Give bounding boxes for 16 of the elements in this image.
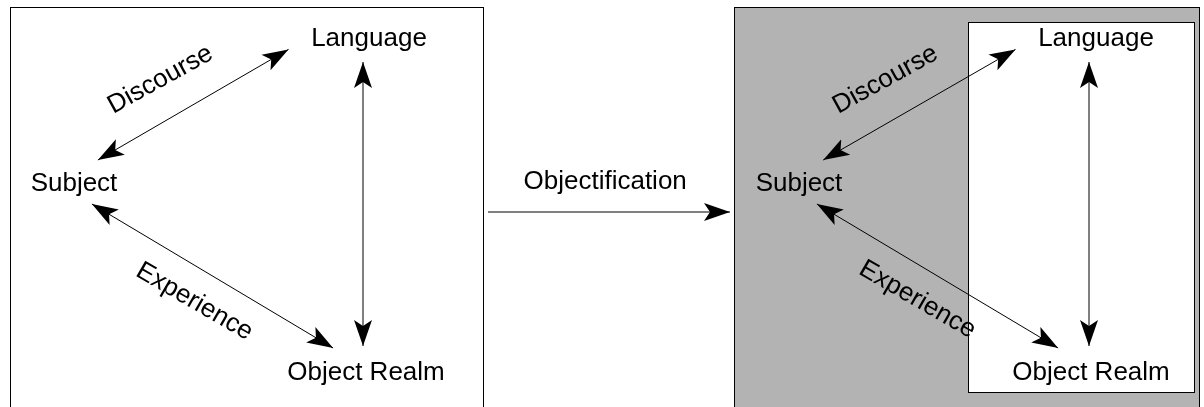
- arrow: [91, 203, 334, 349]
- edge-label: Objectification: [523, 164, 687, 196]
- concept-label: Subject: [14, 162, 134, 202]
- panel-box: [10, 7, 484, 407]
- panel-box: [734, 7, 1200, 407]
- concept-label: Object Realm: [264, 350, 468, 392]
- arrow: [822, 48, 1016, 161]
- concept-label: Language: [1019, 16, 1173, 58]
- concept-label: Subject: [739, 162, 859, 202]
- arrow: [816, 203, 1059, 349]
- arrow: [487, 203, 731, 221]
- arrow: [1080, 61, 1098, 347]
- arrow: [97, 48, 289, 161]
- concept-label: Language: [292, 16, 446, 58]
- concept-label: Object Realm: [989, 350, 1193, 392]
- arrow: [354, 61, 372, 347]
